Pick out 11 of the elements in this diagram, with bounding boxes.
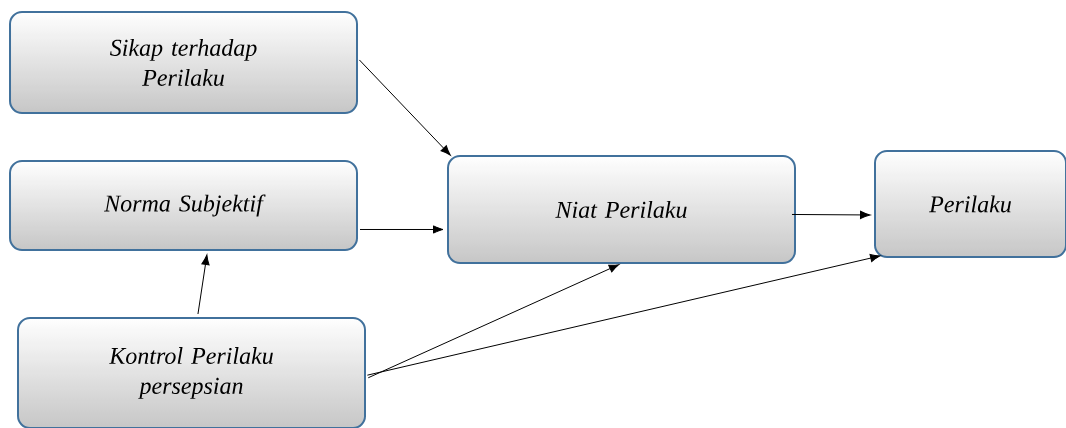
arrow	[367, 264, 620, 379]
arrow	[358, 59, 451, 156]
rounded-box: Sikap terhadap Perilaku	[9, 11, 358, 114]
arrow	[366, 254, 881, 376]
rounded-box: Kontrol Perilaku persepsian	[17, 317, 366, 428]
arrow	[197, 254, 210, 315]
rounded-box: Niat Perilaku	[447, 155, 796, 264]
rounded-box: Norma Subjektif	[9, 160, 358, 251]
rounded-box: Perilaku	[874, 150, 1066, 258]
arrow	[791, 210, 871, 220]
arrow	[359, 225, 444, 234]
